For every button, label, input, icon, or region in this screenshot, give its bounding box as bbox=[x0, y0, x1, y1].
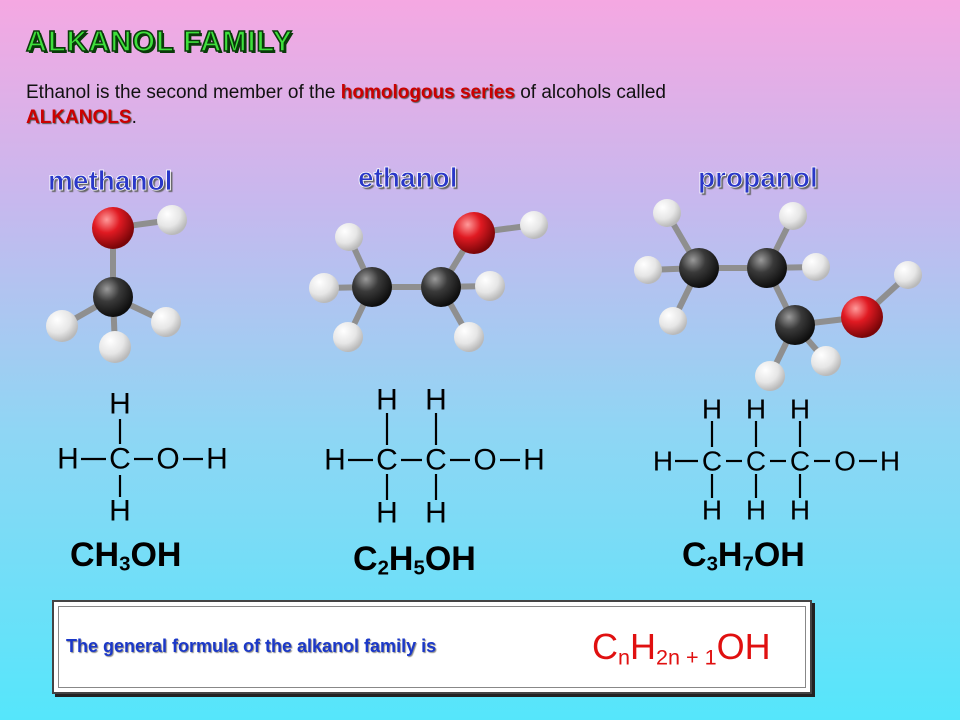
ethanol-model bbox=[309, 211, 548, 352]
svg-text:H: H bbox=[790, 495, 810, 526]
svg-text:C: C bbox=[109, 443, 131, 476]
propanol-model bbox=[634, 199, 922, 391]
svg-text:H: H bbox=[523, 444, 545, 477]
svg-text:H: H bbox=[653, 446, 673, 477]
svg-text:C: C bbox=[702, 446, 722, 477]
general-formula-text: The general formula of the alkanol famil… bbox=[66, 636, 437, 656]
ethanol-atom-labels: H H H C C O H H H bbox=[324, 384, 545, 530]
alkanols-highlight: ALKANOLS bbox=[26, 107, 132, 128]
slide-title: ALKANOL FAMILY bbox=[25, 25, 293, 59]
svg-text:C: C bbox=[376, 444, 398, 477]
intro-part-1: Ethanol is the second member of the bbox=[26, 82, 341, 103]
svg-text:H: H bbox=[746, 394, 766, 425]
methanol-formula: CH3OH bbox=[70, 536, 182, 576]
ethanol-formula: C2H5OH bbox=[353, 540, 476, 580]
homologous-series-highlight: homologous series bbox=[340, 82, 515, 103]
svg-text:O: O bbox=[156, 443, 179, 476]
svg-text:C: C bbox=[790, 446, 810, 477]
svg-text:H: H bbox=[109, 495, 131, 528]
svg-text:C: C bbox=[746, 446, 766, 477]
intro-text: Ethanol is the second member of the homo… bbox=[26, 80, 886, 130]
propanol-structural-formula bbox=[675, 421, 877, 498]
propanol-name: propanol bbox=[698, 162, 819, 194]
structural-formulas: H H C O H H H H H C bbox=[57, 384, 900, 530]
propanol-formula: C3H7OH bbox=[682, 536, 805, 576]
svg-text:O: O bbox=[834, 446, 856, 477]
svg-text:H: H bbox=[324, 444, 346, 477]
svg-text:H: H bbox=[702, 495, 722, 526]
methanol-model bbox=[46, 205, 187, 363]
svg-text:H: H bbox=[57, 443, 79, 476]
general-formula-box: The general formula of the alkanol famil… bbox=[52, 600, 812, 694]
svg-text:H: H bbox=[206, 443, 228, 476]
svg-text:H: H bbox=[790, 394, 810, 425]
svg-text:H: H bbox=[702, 394, 722, 425]
svg-text:O: O bbox=[473, 444, 496, 477]
methanol-name: methanol bbox=[48, 165, 173, 197]
svg-text:H: H bbox=[109, 388, 131, 421]
propanol-atom-labels: H H H H C C C O H H H H bbox=[653, 394, 900, 526]
intro-part-3: . bbox=[131, 107, 137, 128]
svg-text:H: H bbox=[425, 384, 447, 417]
svg-text:H: H bbox=[376, 497, 398, 530]
general-formula: CnH2n + 1OH bbox=[592, 626, 771, 670]
ethanol-structural-formula bbox=[348, 413, 520, 500]
svg-text:H: H bbox=[746, 495, 766, 526]
intro-part-2: of alcohols called bbox=[514, 82, 666, 103]
svg-text:H: H bbox=[425, 497, 447, 530]
svg-text:H: H bbox=[376, 384, 398, 417]
ethanol-name: ethanol bbox=[358, 162, 458, 194]
svg-text:C: C bbox=[425, 444, 447, 477]
methanol-atom-labels: H H C O H H bbox=[57, 388, 228, 528]
methanol-structural-formula bbox=[81, 419, 203, 497]
svg-text:H: H bbox=[880, 446, 900, 477]
